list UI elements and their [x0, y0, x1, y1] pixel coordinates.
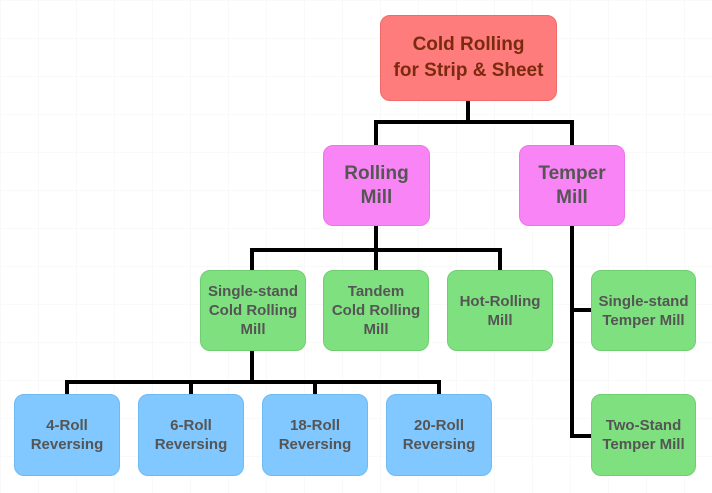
node-18-roll-reversing: 18-Roll Reversing — [262, 394, 368, 476]
node-hot-rolling-mill: Hot-Rolling Mill — [447, 270, 553, 351]
node-rolling-mill: Rolling Mill — [323, 145, 430, 226]
node-tandem-cold-rolling-mill: Tandem Cold Rolling Mill — [323, 270, 429, 351]
node-two-stand-temper-mill: Two-Stand Temper Mill — [591, 394, 696, 476]
node-cold-rolling-root: Cold Rolling for Strip & Sheet — [380, 15, 557, 101]
node-6-roll-reversing: 6-Roll Reversing — [138, 394, 244, 476]
node-temper-mill: Temper Mill — [519, 145, 625, 226]
node-single-stand-cold-rolling-mill: Single-stand Cold Rolling Mill — [200, 270, 306, 351]
node-20-roll-reversing: 20-Roll Reversing — [386, 394, 492, 476]
node-4-roll-reversing: 4-Roll Reversing — [14, 394, 120, 476]
node-single-stand-temper-mill: Single-stand Temper Mill — [591, 270, 696, 351]
